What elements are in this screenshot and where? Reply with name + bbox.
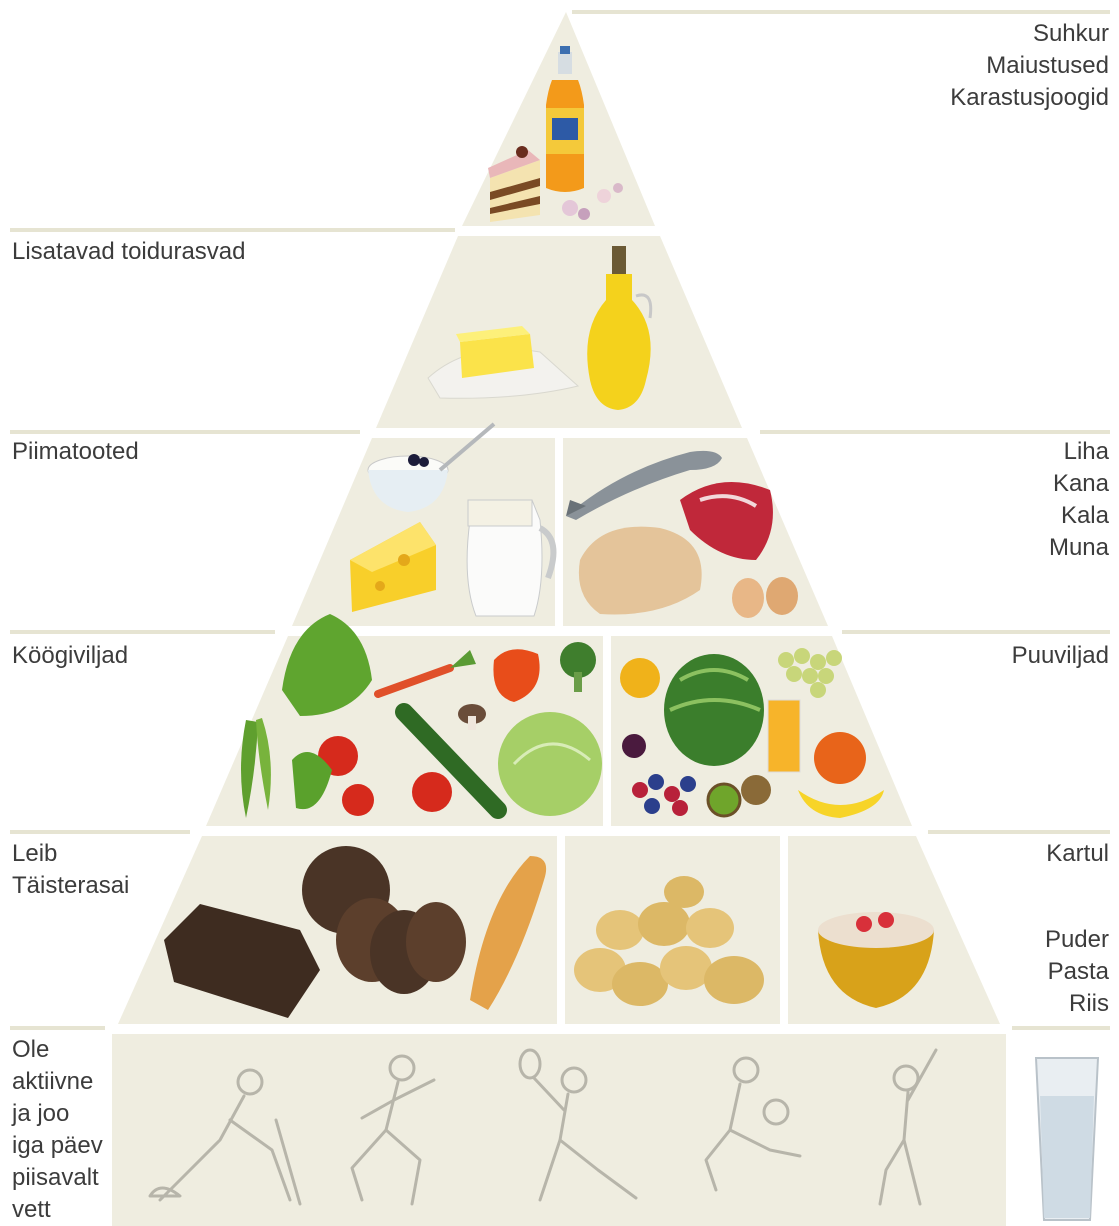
- label-line: Maiustused: [950, 50, 1109, 82]
- label-line: Kartul: [1046, 838, 1109, 870]
- label-line: Puder: [1045, 924, 1109, 956]
- cabbage-icon: [498, 712, 602, 816]
- label-sweets: Suhkur Maiustused Karastusjoogid: [950, 18, 1109, 114]
- label-potato: Kartul: [1046, 838, 1109, 870]
- label-bread: Leib Täisterasai: [12, 838, 129, 902]
- label-line: Ole: [12, 1034, 103, 1066]
- label-line: iga päev: [12, 1130, 103, 1162]
- label-vegetables: Köögiviljad: [12, 640, 128, 672]
- label-line: aktiivne: [12, 1066, 103, 1098]
- label-line: Riis: [1045, 988, 1109, 1020]
- label-porridge: Puder Pasta Riis: [1045, 924, 1109, 1020]
- label-line: Piimatooted: [12, 436, 139, 468]
- juice-glass-icon: [768, 700, 800, 772]
- orange-icon: [814, 732, 866, 784]
- apple-icon: [620, 658, 660, 698]
- watermelon-icon: [664, 654, 764, 766]
- label-line: Suhkur: [950, 18, 1109, 50]
- tier-fats: [376, 236, 742, 428]
- label-fats: Lisatavad toidurasvad: [12, 236, 245, 268]
- label-fruits: Puuviljad: [1012, 640, 1109, 672]
- label-line: Leib: [12, 838, 129, 870]
- label-activity: Ole aktiivne ja joo iga päev piisavalt v…: [12, 1034, 103, 1226]
- label-line: Täisterasai: [12, 870, 129, 902]
- label-line: Kana: [1049, 468, 1109, 500]
- label-line: ja joo: [12, 1098, 103, 1130]
- label-line: Kala: [1049, 500, 1109, 532]
- label-meat: Liha Kana Kala Muna: [1049, 436, 1109, 564]
- label-line: Muna: [1049, 532, 1109, 564]
- water-glass-icon: [1036, 1058, 1098, 1220]
- label-line: Liha: [1049, 436, 1109, 468]
- label-dairy: Piimatooted: [12, 436, 139, 468]
- label-line: Pasta: [1045, 956, 1109, 988]
- plum-icon: [622, 734, 646, 758]
- label-line: vett: [12, 1194, 103, 1226]
- label-line: Puuviljad: [1012, 640, 1109, 672]
- label-line: Köögiviljad: [12, 640, 128, 672]
- label-line: piisavalt: [12, 1162, 103, 1194]
- label-line: Lisatavad toidurasvad: [12, 236, 245, 268]
- label-line: Karastusjoogid: [950, 82, 1109, 114]
